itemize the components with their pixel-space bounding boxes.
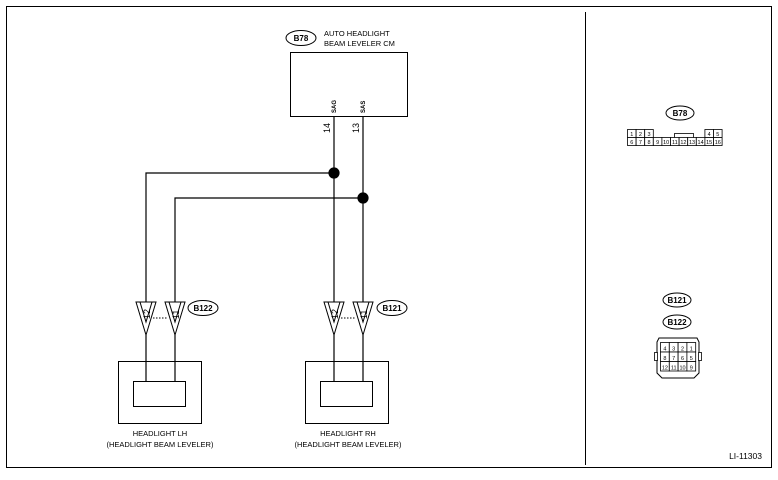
b121-pin-1-label: 1 [690,346,693,352]
headlight-rh-label-1: HEADLIGHT RH [320,429,376,438]
headlight-lh-motor [133,381,186,407]
connector-tag-b78-text: B78 [294,34,309,43]
connector-tag-b121-text: B121 [382,304,402,313]
pin-number-13: 13 [351,123,361,133]
b121-pin-2-label: 2 [681,346,684,352]
control-module-box [290,52,408,117]
pin-rh-12-label: 12 [330,309,340,319]
connector-view-b121-tag [662,292,692,308]
diagram-id: LI-11303 [729,451,762,461]
b78-pin-8-label: 8 [647,140,650,146]
signal-label-sag: SAG [332,100,338,113]
connector-tag-b122-text: B122 [193,304,213,313]
b121-pin-3-label: 3 [672,346,675,352]
b121-pin-11-label: 11 [671,365,677,371]
connector-view-b78-tag-text: B78 [673,109,688,118]
b78-pin-11-label: 11 [672,140,678,146]
headlight-rh-motor [320,381,373,407]
b121-pin-8-label: 8 [663,356,666,362]
connector-tag-b78 [285,30,317,46]
pin-rh-11-label: 11 [359,310,369,319]
connector-pin-rh-11 [352,301,374,337]
connector-b122: 12 11 B122 [135,300,219,337]
wires [145,117,369,302]
b121-pin-9-label: 9 [690,365,693,371]
connector-view-b122-tag [662,314,692,330]
b78-pin-6-label: 6 [630,140,633,146]
control-module-name-2: BEAM LEVELER CM [324,39,395,48]
b78-pin-7-label: 7 [639,140,642,146]
b121-pin-10-label: 10 [679,365,685,371]
b121-pin-9-cell [686,361,697,372]
headlight-lh-label-1: HEADLIGHT LH [133,429,187,438]
b121-pin-5-label: 5 [690,356,693,362]
b78-pin-15-label: 15 [706,140,712,146]
b78-pin-16-cell [713,137,723,146]
b121-pin-6-label: 6 [681,356,684,362]
splice-sas [357,192,369,204]
b78-pin-4-label: 4 [708,132,711,138]
b78-pin-2-label: 2 [639,132,642,138]
headlight-lh: HEADLIGHT LH (HEADLIGHT BEAM LEVELER) [107,335,214,449]
wire-sas-branch-lh [174,197,363,302]
connector-tag-b121 [376,300,408,316]
connector-pin-lh-12 [135,301,157,337]
signal-label-sas: SAS [361,101,367,113]
b78-pin-12-label: 12 [680,140,686,146]
control-module-name-1: AUTO HEADLIGHT [324,29,390,38]
headlight-lh-label-2: (HEADLIGHT BEAM LEVELER) [107,440,214,449]
headlight-rh-box [305,361,389,424]
splice-sag [328,167,340,179]
diagram-frame [6,6,772,468]
b121-latch-left [654,352,658,361]
wire-sag-branch-lh [145,172,334,302]
b78-pin-3-label: 3 [647,132,650,138]
b78-pin-10-label: 10 [663,140,669,146]
control-module: B78 AUTO HEADLIGHT BEAM LEVELER CM SAG S… [285,29,408,133]
connector-view-b122-tag-text: B122 [667,318,687,327]
b78-pin-16-label: 16 [715,140,721,146]
b78-pin-5-label: 5 [716,132,719,138]
connector-view-b121-tag-text: B121 [667,296,687,305]
connector-b121: 12 11 B121 [323,300,408,337]
b78-pin-13-label: 13 [689,140,695,146]
b78-pin-9-label: 9 [656,140,659,146]
b78-pin-1-label: 1 [630,132,633,138]
b121-pin-7-label: 7 [672,356,675,362]
b121-pin-4-label: 4 [663,346,666,352]
b78-pin-14-label: 14 [698,140,704,146]
b121-latch-right [698,352,702,361]
pin-lh-12-label: 12 [142,309,152,319]
headlight-rh-label-2: (HEADLIGHT BEAM LEVELER) [295,440,402,449]
connector-view-b78-tag [665,105,695,121]
pin-number-14: 14 [322,123,332,133]
headlight-lh-box [118,361,202,424]
connector-tag-b122 [187,300,219,316]
b121-pin-12-label: 12 [662,365,668,371]
headlight-rh: HEADLIGHT RH (HEADLIGHT BEAM LEVELER) [295,335,402,449]
connector-pin-rh-12 [323,301,345,337]
connector-pin-lh-11 [164,301,186,337]
pin-lh-11-label: 11 [171,310,181,319]
